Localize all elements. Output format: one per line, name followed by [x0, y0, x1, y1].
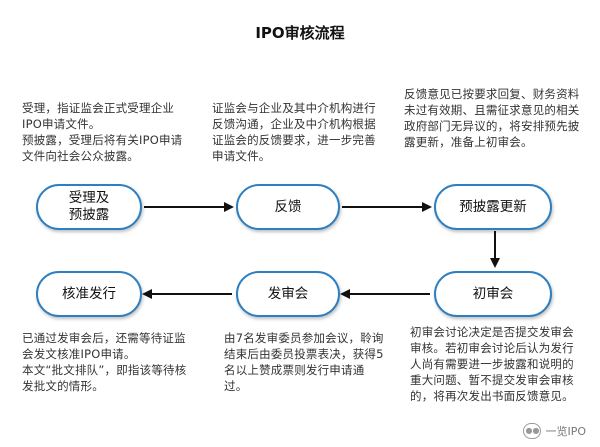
desc-feedback: 证监会与企业及其中介机构进行反馈沟通，企业及中介机构根据证监会的反馈要求，进一步… — [212, 101, 376, 163]
wechat-icon: ●● — [523, 423, 542, 439]
diagram-title: IPO审核流程 — [255, 24, 345, 42]
node-preliminary: 初审会 — [434, 271, 552, 317]
desc-accept: 受理，指证监会正式受理企业IPO申请文件。 预披露，受理后将有关IPO申请文件向… — [22, 101, 183, 163]
desc-committee: 由7名发审委员参加会议，聆询结束后由委员投票表决，获得5名以上赞成票则发行申请通… — [224, 331, 384, 393]
node-feedback: 反馈 — [236, 184, 340, 230]
desc-preliminary: 初审会讨论决定是否提交发审会审核。若初审会讨论后认为发行人尚有需要进一步披露和说… — [410, 325, 574, 403]
desc-approval: 已通过发审会后，还需等待证监会发文核准IPO申请。 本文“批文排队”，即指该等待… — [22, 331, 187, 393]
desc-update: 反馈意见已按要求回复、财务资料未过有效期、且需征求意见的相关政府部门无异议的，将… — [404, 87, 580, 149]
node-accept: 受理及 预披露 — [36, 184, 142, 230]
node-approval: 核准发行 — [36, 271, 142, 317]
watermark: ●● 一览IPO — [523, 423, 586, 439]
node-update: 预披露更新 — [434, 184, 552, 230]
node-committee: 发审会 — [236, 271, 340, 317]
watermark-text: 一览IPO — [545, 425, 586, 438]
